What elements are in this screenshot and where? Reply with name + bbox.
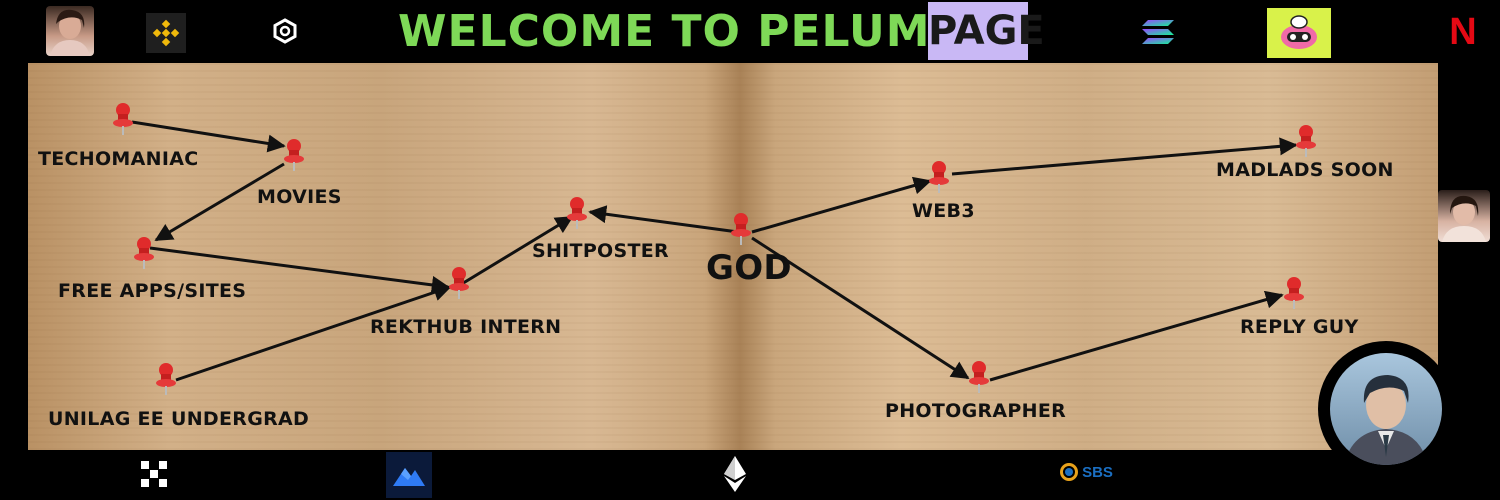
page-title: WELCOME TO PELUMI'S <box>398 6 996 57</box>
node-free-apps: FREE APPS/SITES <box>58 280 247 302</box>
arrow-rekthub-shitposter <box>459 215 574 287</box>
node-reply-guy: REPLY GUY <box>1240 316 1359 338</box>
pushpin-icon <box>284 139 304 171</box>
pushpin-icon <box>969 361 989 393</box>
ethereum-icon[interactable] <box>720 454 750 494</box>
robot-mascot-icon[interactable] <box>1267 8 1331 58</box>
profile-avatar[interactable] <box>1318 341 1454 477</box>
node-madlads: MADLADS SOON <box>1216 159 1394 181</box>
node-god: GOD <box>706 248 792 288</box>
header-bar <box>0 0 1500 62</box>
arrow-freeapps-rekthub <box>149 246 450 294</box>
pushpin-icon <box>113 103 133 135</box>
avatar[interactable] <box>46 6 94 56</box>
solana-icon[interactable] <box>1140 16 1176 48</box>
pushpin-icon <box>731 213 751 245</box>
pushpin-icon <box>1296 125 1316 157</box>
arrow-god-photographer <box>751 236 970 380</box>
pushpin-icon <box>567 197 587 229</box>
arrow-god-shitposter <box>588 205 739 234</box>
node-web3: WEB3 <box>912 200 975 222</box>
node-unilag: UNILAG EE UNDERGRAD <box>48 408 310 430</box>
pushpin-icon <box>449 267 469 299</box>
arrow-movies-freeapps <box>154 162 285 242</box>
pushpin-icon <box>156 363 176 395</box>
sbs-logo-icon[interactable]: SBS <box>1054 460 1118 484</box>
node-movies: MOVIES <box>257 186 342 208</box>
node-techomaniac: TECHOMANIAC <box>38 148 199 170</box>
mountain-logo-icon[interactable] <box>386 452 432 498</box>
netflix-icon[interactable]: N <box>1449 10 1477 53</box>
pushpin-icon <box>1284 277 1304 309</box>
sbs-logo-text: SBS <box>1082 463 1113 481</box>
node-shitposter: SHITPOSTER <box>532 240 669 262</box>
arrow-unilag-rekthub <box>175 283 452 382</box>
node-rekthub: REKTHUB INTERN <box>370 316 562 338</box>
node-photographer: PHOTOGRAPHER <box>885 400 1067 422</box>
arrow-web3-madlads <box>951 137 1298 176</box>
binance-icon[interactable] <box>146 13 186 53</box>
okx-icon[interactable] <box>138 458 170 490</box>
arrow-photographer-replyguy <box>989 290 1284 382</box>
corkboard-paper <box>28 63 1438 450</box>
arrow-techomaniac-movies <box>131 120 286 153</box>
avatar[interactable] <box>1438 190 1490 242</box>
pushpin-icon <box>134 237 154 269</box>
arrow-god-web3 <box>751 176 932 234</box>
pushpin-icon <box>929 161 949 193</box>
page-title-highlight: PAGE <box>928 2 1045 60</box>
hexagon-logo-icon[interactable] <box>270 16 300 46</box>
